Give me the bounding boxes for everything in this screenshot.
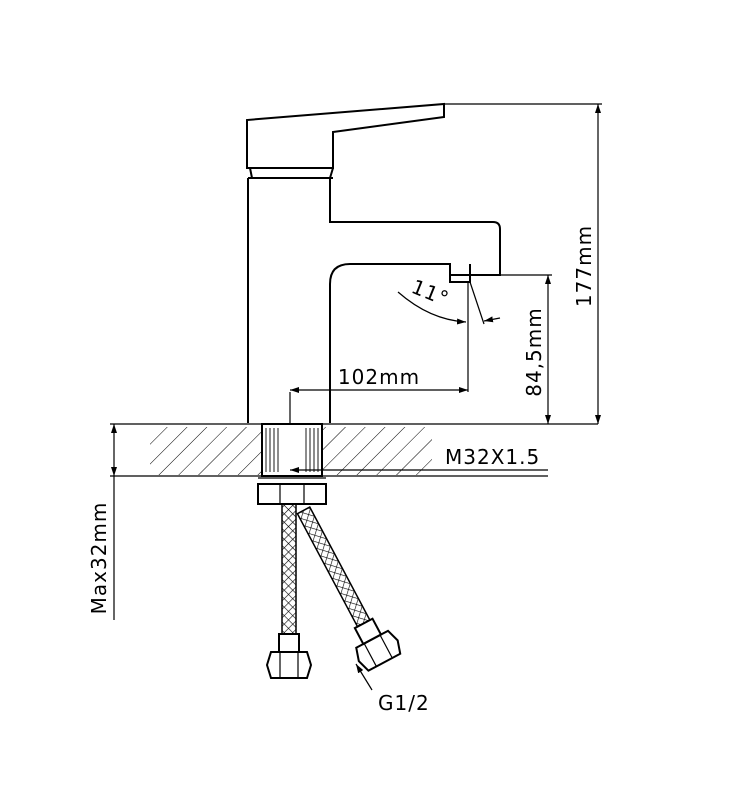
dimension-height: 177mm: [444, 103, 602, 424]
hose-right: [296, 506, 402, 672]
threaded-shank: [261, 423, 323, 477]
hose-nut-left: [265, 651, 313, 679]
callout-hose-thread: G1/2: [355, 663, 430, 715]
hose-nut-right: [355, 629, 402, 672]
handle-collar: [249, 167, 334, 179]
hose-left: [265, 503, 313, 679]
hose-thread-label: G1/2: [378, 691, 430, 715]
handle-lever: [246, 102, 445, 169]
aerator: [449, 264, 471, 283]
countertop-section: [110, 423, 598, 505]
dimension-spout-height: 84,5mm: [470, 274, 552, 424]
max-thickness-label: Max32mm: [87, 502, 111, 615]
shank-threads: [265, 428, 319, 472]
height-label: 177mm: [572, 225, 596, 307]
thread-label: M32X1.5: [445, 445, 540, 469]
reach-label: 102mm: [338, 365, 420, 389]
fixing-nut: [257, 483, 327, 505]
dimension-max-thickness: Max32mm: [87, 424, 117, 620]
angle-label: 11°: [408, 274, 453, 311]
callout-thread: M32X1.5: [290, 445, 548, 473]
spout-height-label: 84,5mm: [522, 307, 546, 397]
dimension-reach: 102mm: [289, 283, 469, 424]
